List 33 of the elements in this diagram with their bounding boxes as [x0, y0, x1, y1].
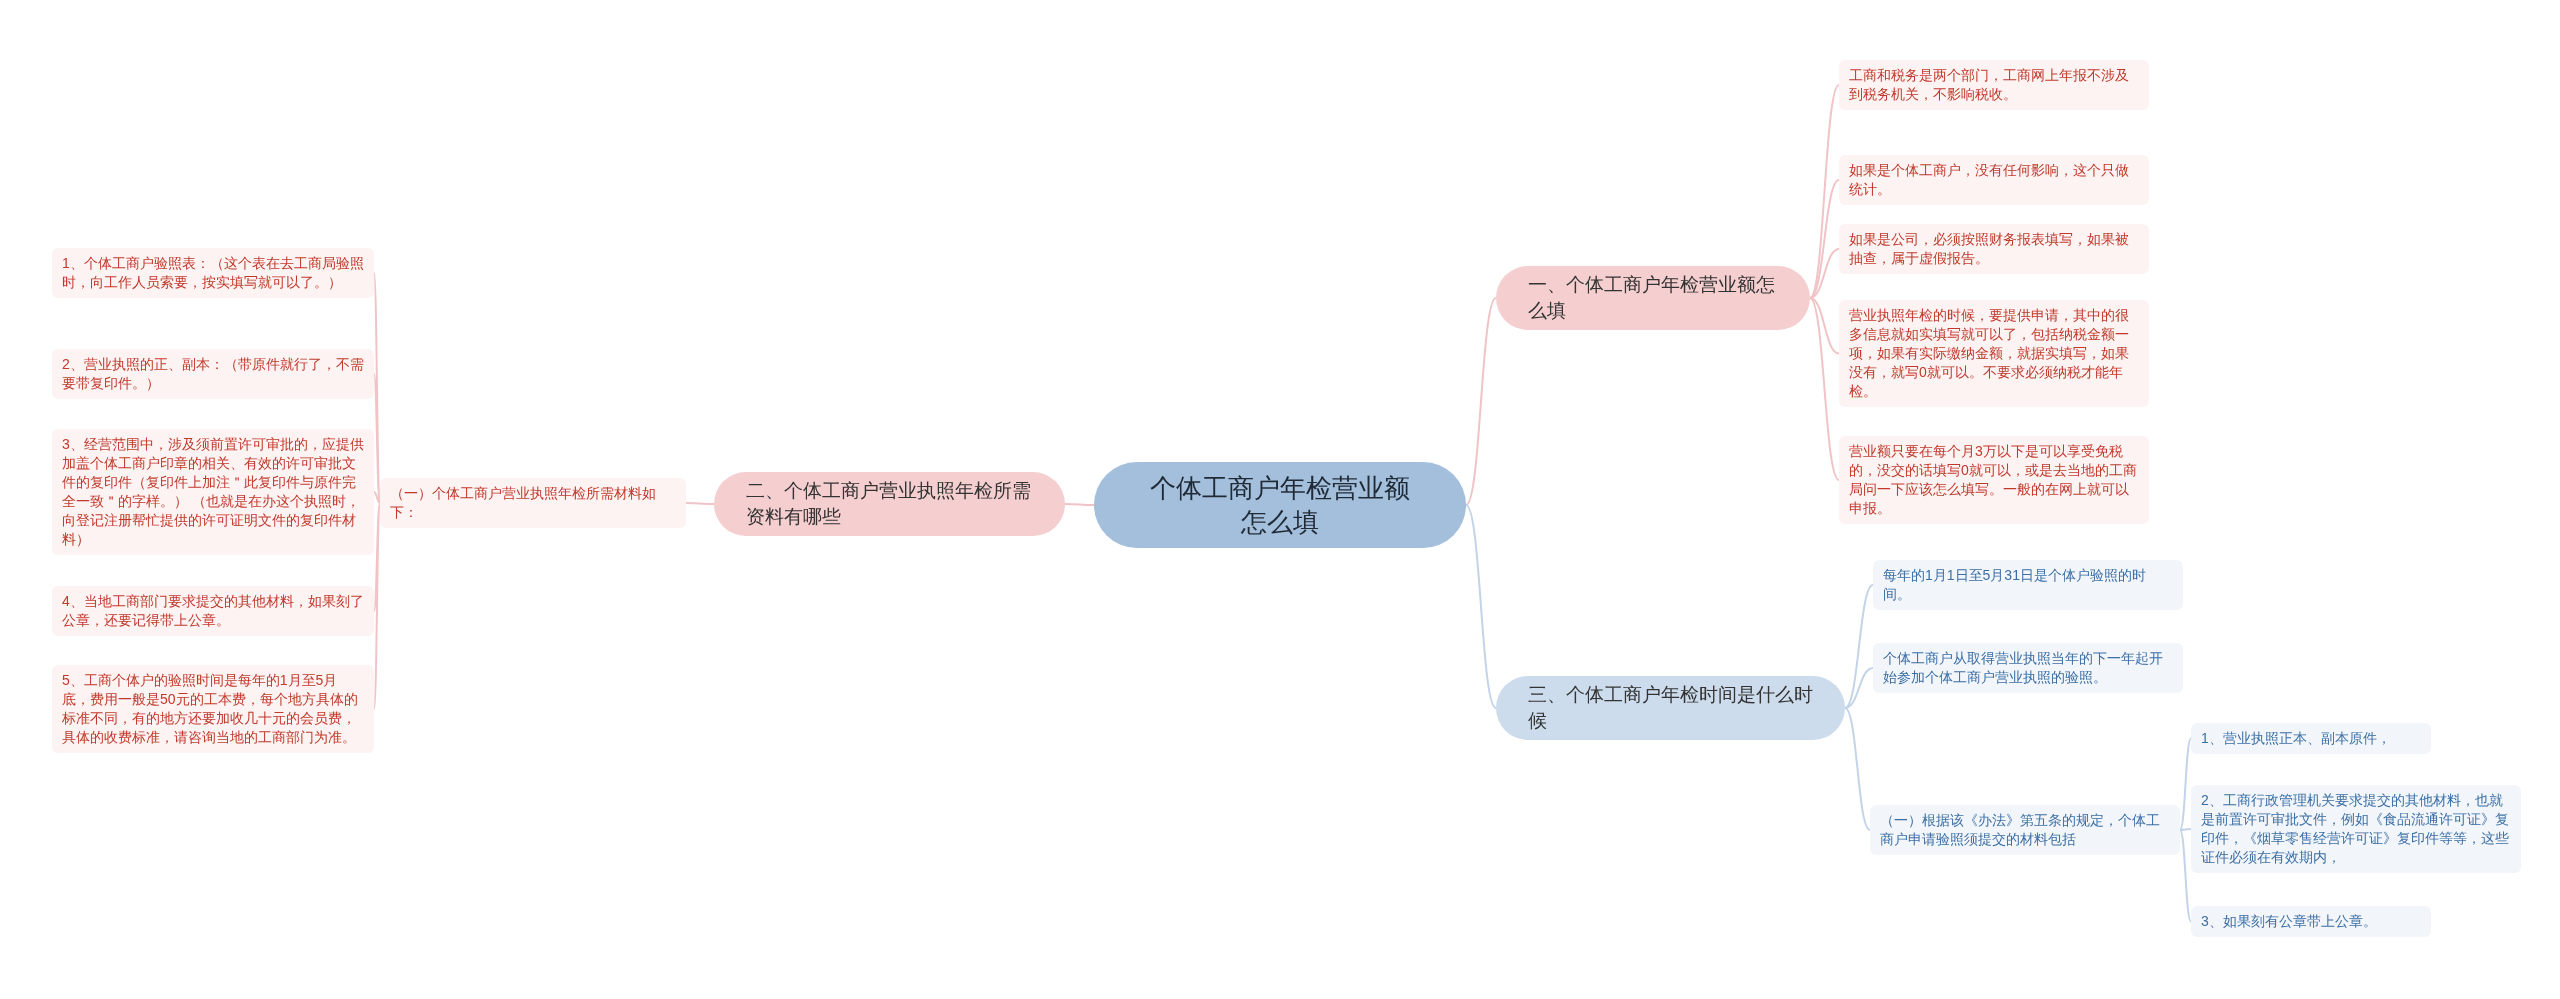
leaf-topic: 个体工商户从取得营业执照当年的下一年起开始参加个体工商户营业执照的验照。	[1873, 643, 2183, 693]
leaf-topic: 5、工商个体户的验照时间是每年的1月至5月底，费用一般是50元的工本费，每个地方具体的标准不同，有的地方还要加收几十元的会员费，具体的收费标准，请咨询当地的工商部门为准。	[52, 665, 374, 753]
leaf-topic: 工商和税务是两个部门，工商网上年报不涉及到税务机关，不影响税收。	[1839, 60, 2149, 110]
connector-line	[373, 502, 381, 612]
leaf-topic: 4、当地工商部门要求提交的其他材料，如果刻了公章，还要记得带上公章。	[52, 586, 374, 636]
connector-line	[1844, 707, 1871, 831]
leaf-topic: 3、经营范围中，涉及须前置许可审批的，应提供加盖个体工商户印章的相关、有效的许可审批文件的复印件（复印件上加注＂此复印件与原件完全一致＂的字样。） （也就是在办这个执照时，向登记注册帮忙提供的许可证明文件的复印件材料）	[52, 429, 374, 555]
leaf-topic: 营业执照年检的时候，要提供申请，其中的很多信息就如实填写就可以了，包括纳税金额一项，如果有实际缴纳金额，就据实填写，如果没有，就写0就可以。不要求必须纳税才能年检。	[1839, 300, 2149, 407]
connector-line	[2179, 829, 2192, 923]
leaf-topic: 1、营业执照正本、副本原件，	[2191, 723, 2431, 754]
branch-topic: 三、个体工商户年检时间是什么时候	[1496, 676, 1845, 740]
connector-line	[685, 502, 715, 505]
leaf-topic: 如果是个体工商户，没有任何影响，这个只做统计。	[1839, 155, 2149, 205]
connector-line	[1064, 503, 1095, 506]
connector-line	[1844, 667, 1874, 709]
leaf-topic: 1、个体工商户验照表：（这个表在去工商局验照时，向工作人员索要，按实填写就可以了。）	[52, 248, 374, 298]
leaf-topic: 2、营业执照的正、副本：（带原件就行了，不需要带复印件。）	[52, 349, 374, 399]
connector-line	[1844, 584, 1874, 709]
leaf-topic: 每年的1月1日至5月31日是个体户验照的时间。	[1873, 560, 2183, 610]
leaf-topic: 营业额只要在每个月3万以下是可以享受免税的，没交的话填写0就可以，或是去当地的工商局问一下应该怎么填写。一般的在网上就可以申报。	[1839, 436, 2149, 524]
leaf-topic: （一）根据该《办法》第五条的规定，个体工商户申请验照须提交的材料包括	[1870, 805, 2180, 855]
connector-line	[1465, 297, 1497, 506]
leaf-topic: 2、工商行政管理机关要求提交的其他材料，也就是前置许可审批文件，例如《食品流通许可证》复印件，《烟草零售经营许可证》复印件等等，这些证件必须在有效期内，	[2191, 785, 2521, 873]
branch-topic: 二、个体工商户营业执照年检所需资料有哪些	[714, 472, 1065, 536]
leaf-topic: 3、如果刻有公章带上公章。	[2191, 906, 2431, 937]
leaf-topic: （一）个体工商户营业执照年检所需材料如下：	[380, 478, 686, 528]
connector-line	[1809, 297, 1840, 481]
central-topic: 个体工商户年检营业额怎么填	[1094, 462, 1466, 548]
connector-line	[1809, 297, 1840, 355]
connector-line	[2179, 737, 2192, 831]
branch-topic: 一、个体工商户年检营业额怎么填	[1496, 266, 1810, 330]
connector-line	[1465, 504, 1497, 709]
leaf-topic: 如果是公司，必须按照财务报表填写，如果被抽查，属于虚假报告。	[1839, 224, 2149, 274]
